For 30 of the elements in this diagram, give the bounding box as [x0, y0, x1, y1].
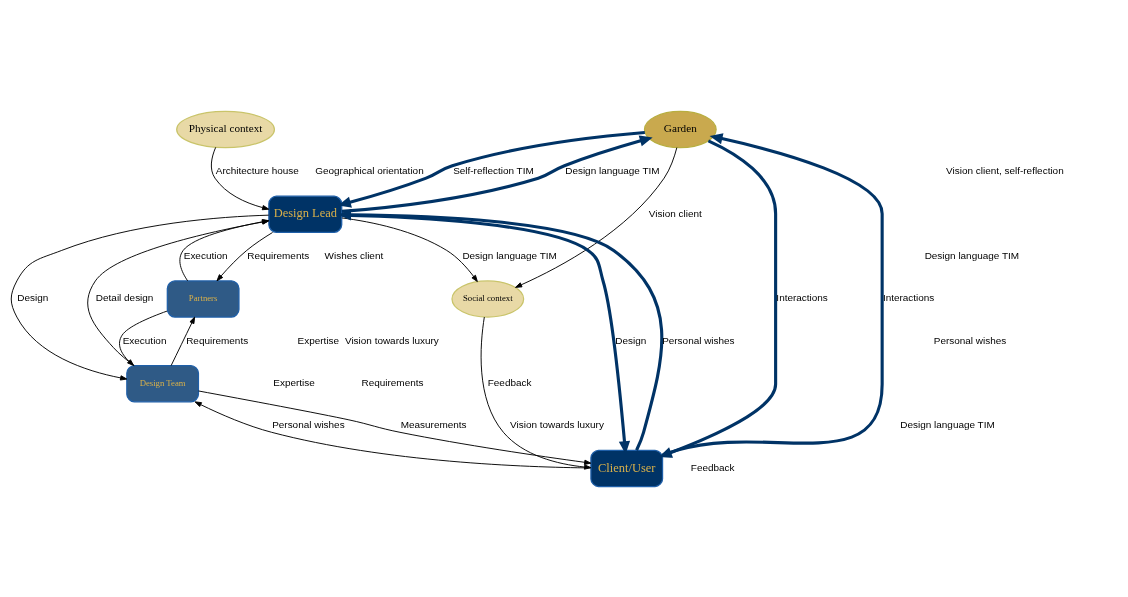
- edge-label: Design: [615, 334, 647, 346]
- label: Vision towards luxury: [510, 418, 604, 430]
- label: Design language TIM: [900, 418, 995, 430]
- edge-label: Design: [17, 291, 49, 303]
- edge-label: Personal wishes: [662, 334, 735, 346]
- label: Feedback: [690, 461, 735, 473]
- label: Expertise: [273, 376, 315, 388]
- label: Personal wishes: [933, 334, 1007, 346]
- label: Wishes client: [324, 249, 384, 261]
- label: Requirements: [361, 376, 424, 388]
- edge-label: Vision client: [648, 207, 702, 219]
- edge-label: Requirements: [186, 334, 249, 346]
- edge-label: Detail design: [95, 291, 154, 303]
- label: Vision client, self-reflection: [946, 164, 1064, 176]
- label: Design language TIM: [924, 249, 1020, 261]
- edge-label: Execution: [183, 249, 228, 261]
- edge-label: Measurements: [400, 418, 467, 430]
- edge-label: Self-reflection TIM: [453, 164, 534, 176]
- edge-label: Interactions: [776, 291, 828, 303]
- label: Vision towards luxury: [344, 334, 439, 346]
- edge-label: Personal wishes: [272, 418, 345, 430]
- label: Expertise: [297, 334, 340, 346]
- edge-label: Architecture house: [215, 164, 299, 176]
- edge-label: Design language TIM: [462, 249, 557, 261]
- edge-label: Interactions: [882, 291, 935, 303]
- edge-label: Design language TIM: [565, 164, 660, 176]
- label: Geographical orientation: [315, 164, 424, 176]
- edge-label: Execution: [122, 334, 167, 346]
- edge-label: Feedback: [487, 376, 532, 388]
- edge-label: Requirements: [247, 249, 310, 261]
